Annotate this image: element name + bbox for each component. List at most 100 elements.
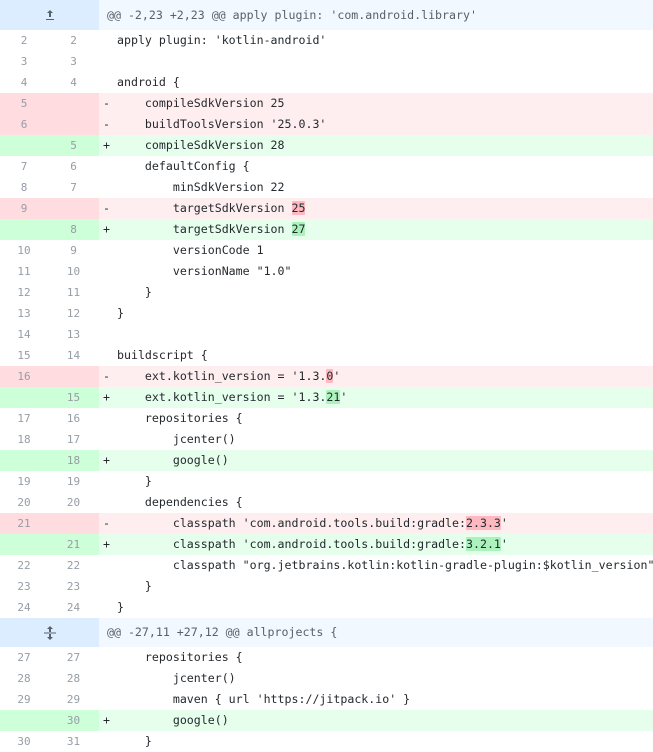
old-line-number[interactable]: 3: [20, 55, 28, 68]
code-text: defaultConfig {: [117, 159, 250, 173]
expand-up-icon[interactable]: [0, 0, 99, 30]
old-line-number[interactable]: 24: [17, 601, 31, 614]
old-line-number[interactable]: [0, 219, 48, 240]
old-line-number[interactable]: 27: [17, 651, 31, 664]
code-text: }: [117, 579, 152, 593]
new-line-number[interactable]: 17: [66, 433, 81, 446]
old-line-number[interactable]: 20: [17, 496, 31, 509]
new-line-number[interactable]: 21: [48, 534, 99, 555]
line-code: + classpath 'com.android.tools.build:gra…: [99, 534, 653, 555]
code-text: classpath 'com.android.tools.build:gradl…: [117, 516, 467, 530]
added-line: 5+ compileSdkVersion 28: [0, 135, 653, 156]
context-line: 30 31 }: [0, 731, 653, 752]
line-code: }: [99, 576, 653, 597]
old-line-number[interactable]: 8: [20, 181, 28, 194]
new-line-number[interactable]: 30: [48, 710, 99, 731]
new-line-number[interactable]: 31: [66, 735, 81, 748]
line-code: + targetSdkVersion 27: [99, 219, 653, 240]
old-line-number[interactable]: 6: [0, 114, 48, 135]
old-line-number[interactable]: 4: [20, 76, 28, 89]
code-text: }: [117, 306, 124, 320]
new-line-number[interactable]: 18: [48, 450, 99, 471]
new-line-number[interactable]: 7: [70, 181, 77, 194]
new-line-number[interactable]: 9: [70, 244, 77, 257]
old-line-number[interactable]: 23: [17, 580, 31, 593]
new-line-number[interactable]: 3: [70, 55, 77, 68]
new-line-number[interactable]: 8: [48, 219, 99, 240]
old-line-number[interactable]: 17: [17, 412, 31, 425]
code-text: repositories {: [117, 411, 243, 425]
new-line-number[interactable]: [48, 198, 99, 219]
old-line-number[interactable]: 21: [0, 513, 48, 534]
old-line-number[interactable]: 29: [17, 693, 31, 706]
context-line: 7 6 defaultConfig {: [0, 156, 653, 177]
new-line-number[interactable]: [48, 114, 99, 135]
old-line-number[interactable]: 12: [17, 286, 31, 299]
old-line-number[interactable]: 2: [20, 34, 28, 47]
code-text: compileSdkVersion 28: [117, 138, 285, 152]
old-line-number[interactable]: 30: [17, 735, 31, 748]
old-line-number[interactable]: 22: [17, 559, 31, 572]
new-line-number[interactable]: 5: [48, 135, 99, 156]
new-line-number[interactable]: 12: [66, 307, 81, 320]
old-line-number[interactable]: [0, 135, 48, 156]
old-line-number[interactable]: [0, 534, 48, 555]
new-line-number[interactable]: 10: [66, 265, 81, 278]
expand-both-icon[interactable]: [0, 618, 99, 647]
line-code: }: [99, 303, 653, 324]
new-line-number[interactable]: 6: [70, 160, 77, 173]
new-line-number[interactable]: [48, 93, 99, 114]
new-line-number[interactable]: 20: [66, 496, 81, 509]
new-line-number[interactable]: 13: [66, 328, 81, 341]
new-line-number[interactable]: 16: [66, 412, 81, 425]
old-line-number[interactable]: 28: [17, 672, 31, 685]
new-line-number[interactable]: 22: [66, 559, 81, 572]
new-line-number[interactable]: 11: [66, 286, 81, 299]
old-line-number[interactable]: 14: [17, 328, 31, 341]
code-text: versionCode 1: [117, 243, 264, 257]
old-line-number[interactable]: 15: [17, 349, 31, 362]
line-code: repositories {: [99, 647, 653, 668]
new-line-number[interactable]: 29: [66, 693, 81, 706]
old-line-number[interactable]: 10: [17, 244, 31, 257]
code-text: compileSdkVersion 25: [117, 96, 285, 110]
line-code: + google(): [99, 710, 653, 731]
added-line: 21+ classpath 'com.android.tools.build:g…: [0, 534, 653, 555]
old-line-number[interactable]: [0, 450, 48, 471]
new-line-number[interactable]: 24: [66, 601, 81, 614]
old-line-number[interactable]: 18: [17, 433, 31, 446]
diff-marker: -: [103, 516, 110, 530]
new-line-number[interactable]: [48, 366, 99, 387]
old-line-number[interactable]: 19: [17, 475, 31, 488]
diff-marker: +: [103, 390, 110, 404]
deleted-line: 5- compileSdkVersion 25: [0, 93, 653, 114]
old-line-number[interactable]: 11: [17, 265, 31, 278]
code-text: }: [117, 734, 152, 748]
new-line-number[interactable]: 28: [66, 672, 81, 685]
new-line-number[interactable]: 14: [66, 349, 81, 362]
new-line-number[interactable]: 27: [66, 651, 81, 664]
new-line-number[interactable]: 15: [48, 387, 99, 408]
old-line-number[interactable]: [0, 387, 48, 408]
old-line-number[interactable]: 5: [0, 93, 48, 114]
deleted-line: 9 - targetSdkVersion 25: [0, 198, 653, 219]
old-line-number[interactable]: 7: [20, 160, 28, 173]
old-line-number[interactable]: 9: [0, 198, 48, 219]
old-line-number[interactable]: 13: [17, 307, 31, 320]
hunk-header: @@ -27,11 +27,12 @@ allprojects {: [0, 618, 653, 647]
code-text: jcenter(): [117, 432, 236, 446]
deleted-line: 16- ext.kotlin_version = '1.3.0': [0, 366, 653, 387]
old-line-number[interactable]: [0, 710, 48, 731]
line-code: - targetSdkVersion 25: [99, 198, 653, 219]
new-line-number[interactable]: 4: [70, 76, 77, 89]
diff-marker: -: [103, 369, 110, 383]
code-tail: ': [500, 516, 508, 530]
old-line-number[interactable]: 16: [0, 366, 48, 387]
new-line-number[interactable]: [48, 513, 99, 534]
new-line-number[interactable]: 19: [66, 475, 81, 488]
new-line-number[interactable]: 23: [66, 580, 81, 593]
code-text: }: [117, 600, 124, 614]
new-line-number[interactable]: 2: [70, 34, 77, 47]
